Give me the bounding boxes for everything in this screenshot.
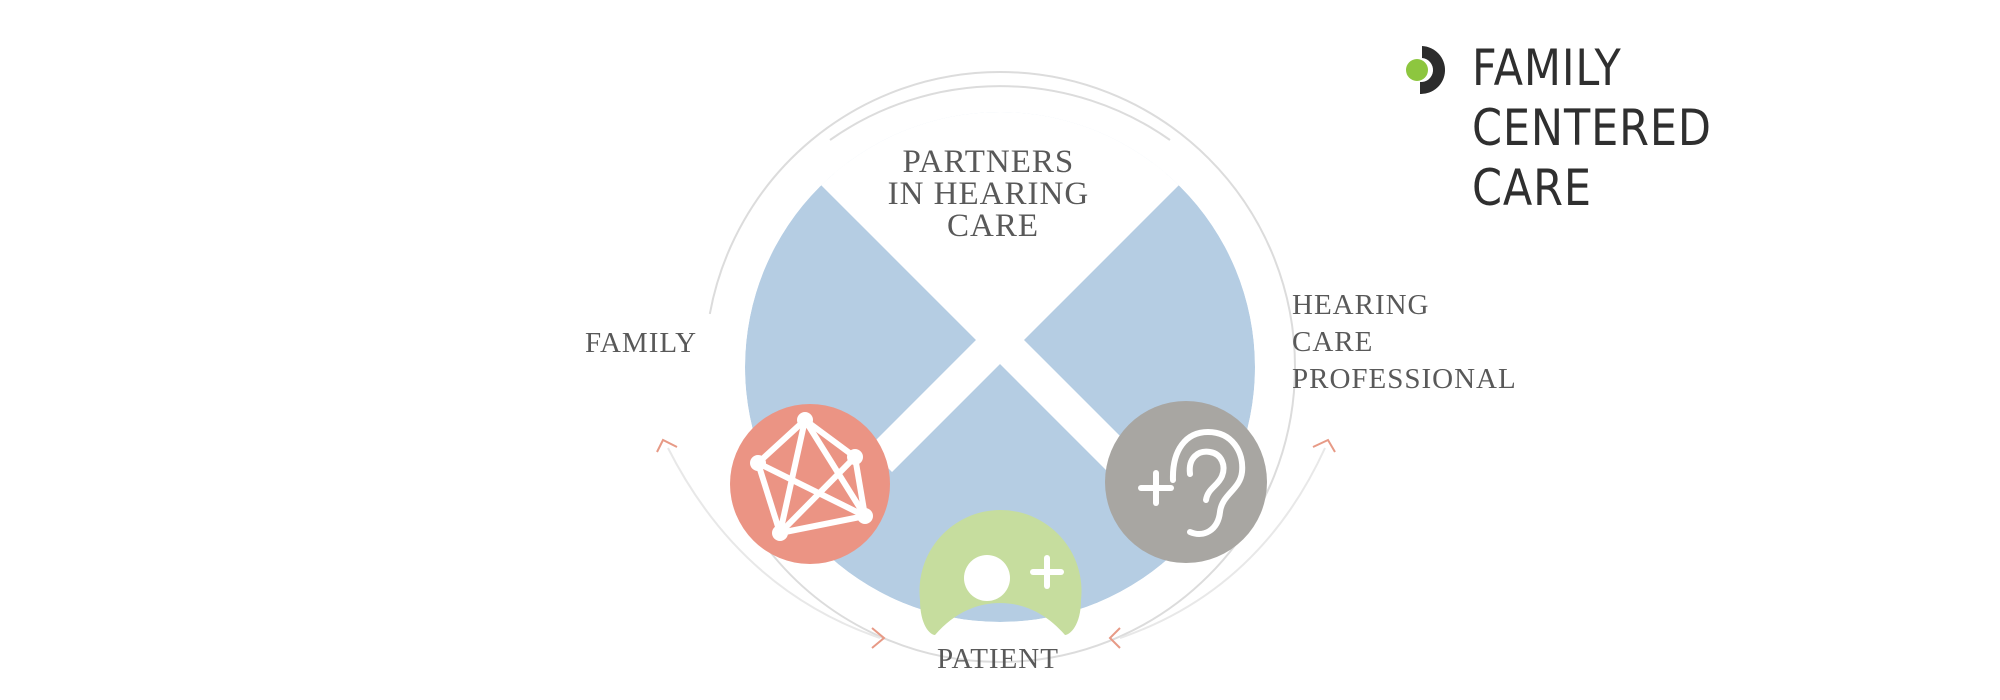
gap-line-left: [745, 112, 1133, 473]
brand-line-2: CENTERED: [1472, 99, 1712, 157]
professional-label-line-1: HEARING: [1292, 289, 1430, 321]
top-arc: [829, 85, 1171, 141]
arrow-right-head-bottom: [1108, 627, 1121, 649]
professional-label: HEARING CARE PROFESSIONAL: [1292, 289, 1517, 395]
family-node: [730, 404, 890, 564]
network-icon: [750, 412, 873, 541]
arrow-left-head-bottom: [871, 627, 886, 649]
family-circle: [730, 404, 890, 564]
brand-line-1: FAMILY: [1472, 39, 1622, 97]
arrow-left-curve: [667, 447, 881, 639]
professional-label-line-3: PROFESSIONAL: [1292, 363, 1517, 395]
professional-circle: [1105, 401, 1267, 563]
professional-node: [1105, 401, 1267, 563]
top-wedge-cutout: [745, 112, 1255, 340]
ear-plus-icon: [1138, 429, 1246, 537]
brand-logo-arc: [1420, 46, 1446, 95]
center-label-line-1: PARTNERS: [903, 144, 1075, 180]
flow-arrows: [656, 438, 1336, 649]
gap-line-right: [867, 112, 1255, 473]
brand-wordmark: FAMILY CENTERED CARE: [1472, 38, 1712, 218]
brand-logo-dot: [1406, 59, 1428, 81]
arrow-right-curve: [1119, 447, 1326, 639]
brand-line-3: CARE: [1472, 159, 1592, 217]
patient-label: PATIENT: [937, 643, 1059, 675]
family-label: FAMILY: [585, 327, 697, 359]
brand-logo-icon: [1406, 46, 1446, 95]
arrow-right-head-top: [1312, 438, 1336, 453]
center-label-line-2: IN HEARING: [888, 176, 1090, 212]
center-label-line-3: CARE: [947, 208, 1039, 244]
person-plus-icon: [964, 555, 1064, 601]
professional-label-line-2: CARE: [1292, 326, 1373, 358]
arrow-left-head-top: [656, 438, 678, 453]
outer-ring: [704, 71, 1296, 663]
patient-node: [919, 510, 1082, 635]
center-label: PARTNERS IN HEARING CARE: [888, 144, 1099, 244]
brand-block: FAMILY CENTERED CARE: [1404, 38, 1764, 228]
